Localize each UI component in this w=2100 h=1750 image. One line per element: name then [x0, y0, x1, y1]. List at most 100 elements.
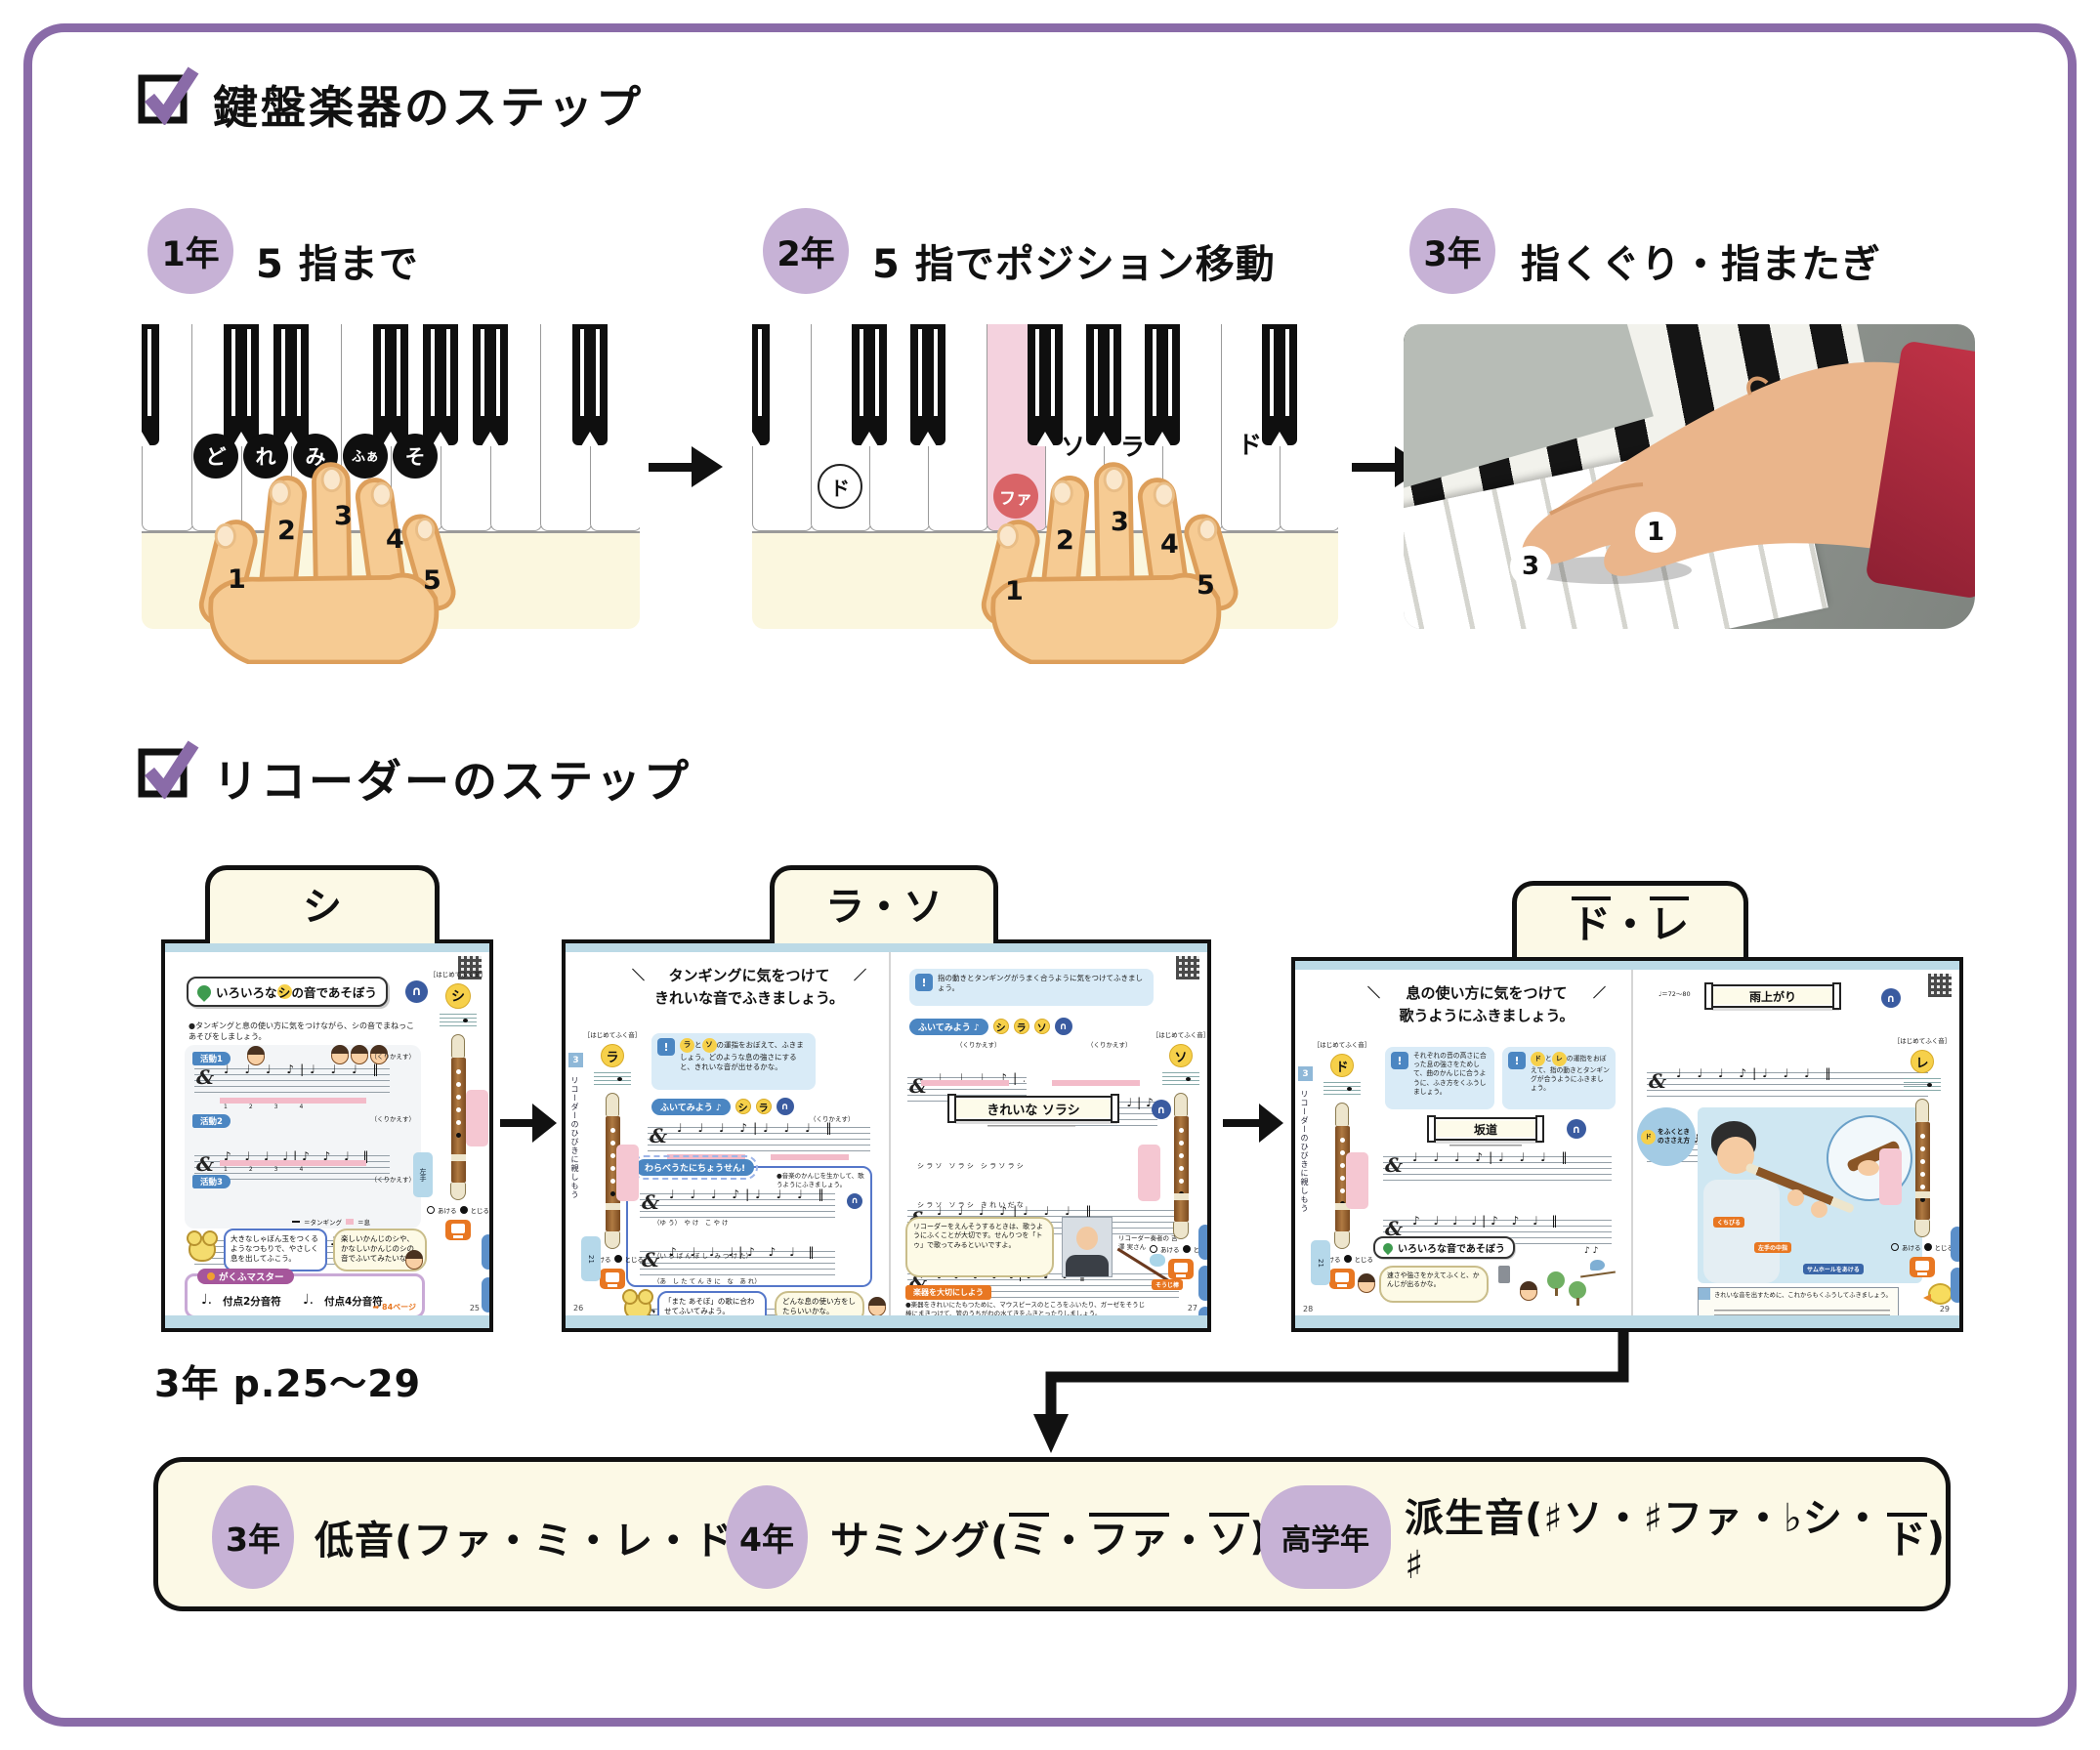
care-chip: 楽器を大切にしよう	[905, 1285, 991, 1300]
gakufu-master-title: がくふマスター	[197, 1269, 294, 1284]
recorder-player-portrait	[1062, 1217, 1113, 1277]
care-text: ●楽器をきれいにたもつために、マウスピースのところをふいたり、ガーゼをそうじ棒に…	[905, 1301, 1146, 1317]
page-bottom-strip	[165, 1315, 489, 1328]
summary-text: 低音(ファ・ミ・レ・ド)	[315, 1519, 753, 1563]
sidebar-bracket-label: ［はじめてふく音］	[429, 971, 487, 979]
pink-finger-tag	[466, 1090, 488, 1146]
repeat-caption: （くりかえす）	[1087, 1041, 1132, 1049]
reflection-note-box: きれいな音を出すために、これからもくふうしてふきましょう。	[1698, 1287, 1899, 1318]
black-key	[852, 324, 887, 446]
page-number: 27	[1187, 1304, 1197, 1312]
pink-finger-tag	[1879, 1148, 1902, 1205]
photo-label: サムホールをあける	[1803, 1264, 1864, 1274]
note-circle-do: ど	[193, 434, 238, 479]
finger-number: 2	[277, 516, 296, 546]
tempo-marking: ♩＝72〜80	[1659, 990, 1691, 998]
lyric-line: シ ラ ソ ソ ラ シ シ ラ ソ ラ シ	[917, 1162, 1024, 1170]
music-note-decoration: ♪ ♪	[1584, 1246, 1599, 1256]
summary-box: 3年 低音(ファ・ミ・レ・ド) 4年 サミング(ミ・ファ・ソ) 高学年 派生音(…	[153, 1457, 1951, 1611]
textbook-spread-ra-so: 3 リコーダーのひびきに親しもう タンギングに気をつけてきれいな音でふきましょう…	[562, 939, 1211, 1332]
hand-photo	[1522, 361, 1975, 584]
edge-tab	[1951, 1268, 1959, 1303]
breath-bar	[220, 1098, 366, 1104]
staff-legend: ＝タンギング ＝息	[292, 1217, 370, 1227]
checkbox-icon	[137, 64, 199, 129]
spread-gutter	[889, 952, 891, 1315]
note-name-1: 付点2分音符	[223, 1296, 281, 1308]
tree-illustration	[1547, 1271, 1565, 1296]
summary-grade-badge: 3年	[212, 1485, 294, 1589]
headphone-icon: ∩	[1567, 1119, 1586, 1139]
qr-code-icon	[1928, 974, 1952, 997]
warabe-chip: わらべうたにちょうせん!	[631, 1155, 759, 1180]
tab-shi: シ	[205, 865, 440, 943]
black-key	[910, 324, 945, 446]
unit-edge-label: リコーダーのひびきに親しもう	[570, 1076, 579, 1199]
recorder-section-title: リコーダーのステップ	[137, 738, 692, 811]
key-label-ra: ラ	[1120, 433, 1146, 461]
grade-badge-2: 2年	[763, 208, 849, 294]
breath-bar	[667, 1154, 745, 1160]
summary-text: 派生音(♯ソ・♯ファ・♭シ・♯ド)	[1405, 1496, 1946, 1588]
activity-chip-3: 活動3	[192, 1175, 231, 1188]
edge-tab	[482, 1234, 489, 1270]
music-staff	[640, 1188, 835, 1218]
finger-number: 2	[1056, 525, 1074, 556]
activity-chip-2: 活動2	[192, 1114, 231, 1128]
aim-box: !ドとレの運指をおぼえて、指の動きとタンギングが合うようにふきましょう。	[1502, 1047, 1616, 1109]
repeat-caption: （くりかえす）	[370, 1053, 416, 1061]
lyric-line: （ゆ う） や け こ や け	[653, 1219, 729, 1227]
finger-number: 5	[1197, 570, 1215, 601]
black-key	[224, 324, 259, 446]
speech-bubble: 大きなしゃぼん玉をつくるようなつもりで、やさしく息を出してふこう。	[224, 1229, 327, 1271]
tab-do-re: ド・レ	[1512, 881, 1748, 957]
finger-number-circle: 3	[1510, 546, 1551, 587]
support-badge: ドをふくときのささえ方	[1637, 1107, 1696, 1166]
note-circle-low-do: ド	[818, 464, 862, 509]
music-staff	[640, 1245, 835, 1275]
page-reference: 3年 p.25〜29	[154, 1362, 422, 1405]
black-key	[572, 324, 608, 446]
key-label-do: ド	[1238, 431, 1263, 459]
headphone-icon: ∩	[1152, 1100, 1171, 1119]
edge-tab	[1951, 1227, 1959, 1262]
black-key	[273, 324, 309, 446]
hole-legend: あけるとじる	[427, 1205, 489, 1215]
warabe-note: ●音楽のかんじを生かして、歌うようにふきましょう。	[777, 1172, 864, 1188]
photo-label: くちびる	[1713, 1217, 1745, 1228]
character-face	[351, 1045, 368, 1064]
finger-number: 1	[228, 564, 246, 595]
music-staff	[194, 1062, 390, 1093]
black-key	[473, 324, 508, 446]
black-key	[1145, 324, 1180, 446]
page-headline: いろいろなシの音であそぼう	[187, 977, 388, 1007]
try-row: ふいてみよう ♪ シ ラ ソ ∩	[909, 1018, 1072, 1035]
gakufu-master-box: がくふマスター ♩. 付点2分音符 ♩. 付点4分音符 ➡ 84ページ	[185, 1269, 425, 1318]
lyric-line: （い ち ば ん ぼ し み つ け た）	[653, 1252, 753, 1260]
music-staff	[1647, 1066, 1928, 1097]
step-label-1: 5 指まで	[256, 242, 419, 287]
dotted-half-note-icon: ♩.	[201, 1292, 213, 1308]
keyboard-illustration-2year: ド ファ ソ ラ ド 1 2 3 4 5	[752, 324, 1338, 664]
aim-box: !ラとソの運指をおぼえて、ふきましょう。どのような息の強さにすると、きれいな音が…	[651, 1033, 816, 1090]
photo-label: 左手の中指	[1754, 1242, 1792, 1253]
note-circle-re: れ	[243, 434, 288, 479]
summary-text: サミング(ミ・ファ・ソ)	[830, 1485, 1269, 1589]
black-key	[423, 324, 458, 446]
boy-character	[405, 1250, 423, 1270]
section-title: 鍵盤楽器のステップ	[213, 81, 644, 134]
finger-number: 4	[386, 524, 404, 555]
page-number: 29	[1939, 1305, 1950, 1313]
photo-finger-crossing: 3 1	[1404, 324, 1975, 629]
edge-tab	[1198, 1225, 1207, 1260]
expert-quote-bubble: リコーダーをえんそうするときは、歌うようにふくことが大切です。せんりつを「トゥ」…	[905, 1217, 1054, 1277]
pink-finger-tag	[1138, 1145, 1160, 1201]
breath-bar	[1052, 1080, 1140, 1086]
sprout-icon	[194, 981, 214, 1002]
pink-finger-tag	[1346, 1152, 1368, 1209]
note-circle: シ	[445, 983, 471, 1009]
black-key	[752, 324, 770, 446]
rod-label: そうじ棒	[1152, 1279, 1184, 1290]
outer-frame	[23, 23, 2077, 1727]
grade-badge-3: 3年	[1409, 208, 1495, 294]
